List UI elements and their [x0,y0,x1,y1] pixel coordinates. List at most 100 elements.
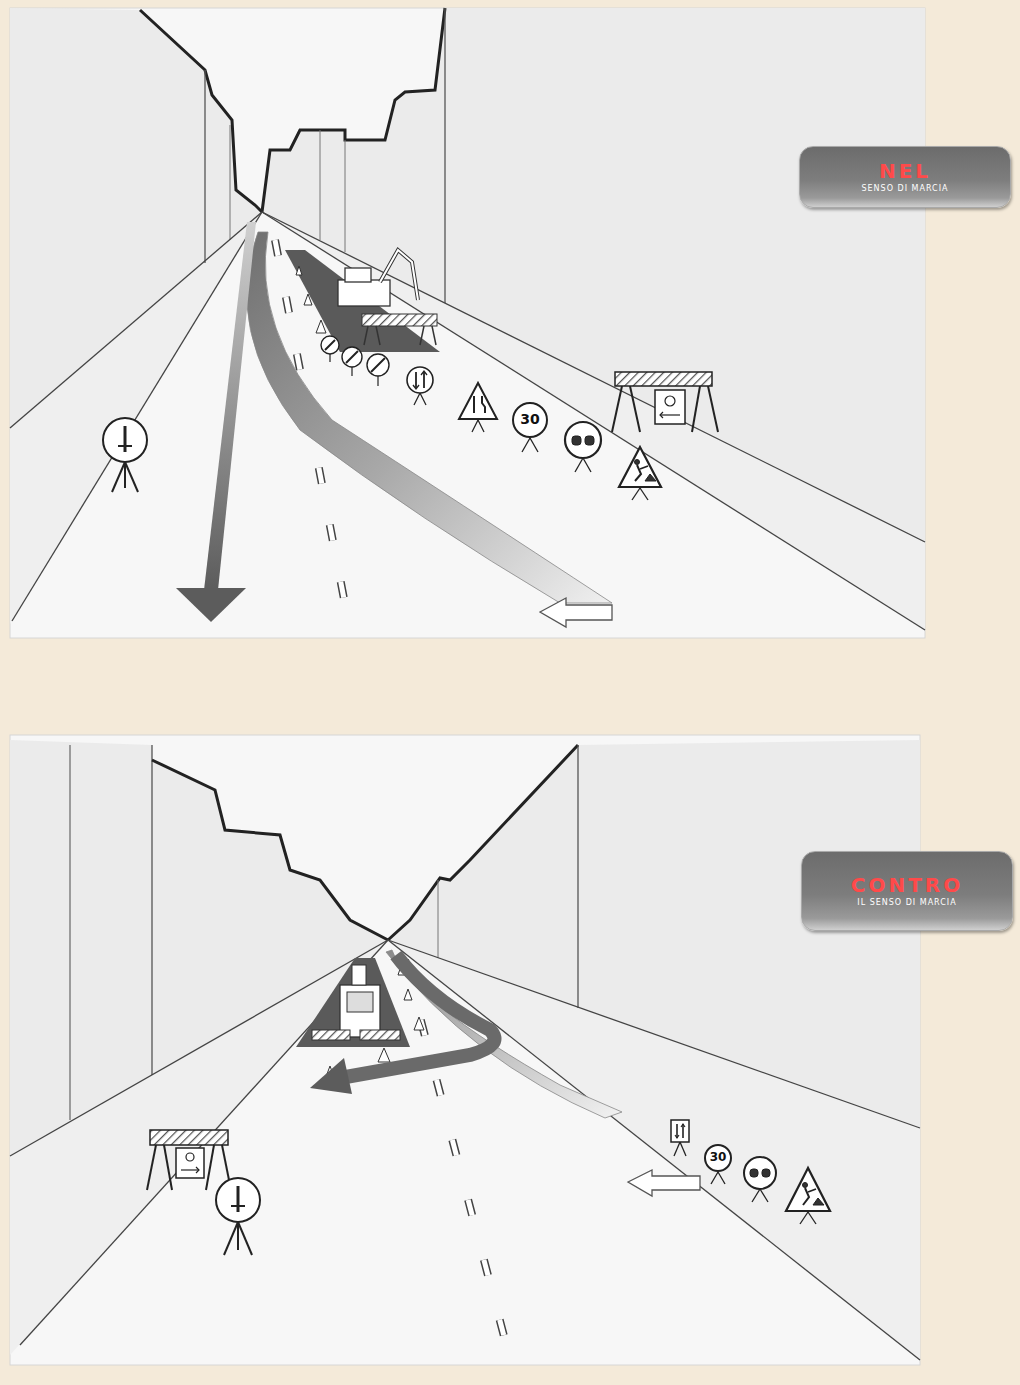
illustration-circle [186,1153,194,1161]
illustration-circle [565,422,601,458]
illustration-circle [407,367,433,393]
illustration-line [10,940,388,1156]
illustration-rect [655,390,685,424]
top-panel [10,8,925,638]
speed-value: 30 [520,412,539,427]
illustration-line [124,462,126,488]
illustration-polygon [404,989,412,1000]
speed-limit-sign: 30 [704,1144,732,1172]
illustration-line [204,70,205,263]
illustration-line [708,386,718,432]
illustration-polyline [140,10,262,212]
illustration-circle [367,354,389,376]
illustration-rect [572,436,581,445]
illustration-line [423,372,425,388]
illustration-circle [744,1157,776,1189]
illustration-line [112,462,125,492]
illustration-circle [216,1178,260,1222]
illustration-line [438,880,439,958]
illustration-polygon [310,1058,352,1094]
illustration-polyline [675,1135,679,1138]
barrier [612,372,718,432]
illustration-polygon [304,294,312,305]
illustration-line [472,420,478,432]
illustration-line [583,458,591,472]
badge-subtitle: IL SENSO DI MARCIA [857,899,956,908]
bottom-barrier [147,1130,231,1190]
illustration-line [432,326,436,345]
illustration-line [345,140,346,252]
illustration-line [575,458,583,472]
illustration-rect [10,8,925,638]
illustration-line [530,438,538,452]
illustration-line [692,386,700,432]
illustration-line [420,326,424,345]
illustration-line [752,1189,760,1202]
illustration-circle [665,396,675,406]
illustration-line [711,1172,718,1184]
illustration-rect [750,1169,758,1177]
illustration-rect [615,372,712,386]
illustration-line [376,326,380,345]
badge-heading: CONTRO [851,874,963,896]
illustration-line [660,414,680,415]
illustration-circle [342,347,362,367]
illustration-polygon [619,447,661,487]
illustration-rect [338,280,390,306]
illustration-line [181,1169,199,1170]
illustration-line [224,1222,238,1255]
illustration-polygon [388,940,920,1360]
illustration-polygon [378,1048,390,1062]
illustration-line [640,466,648,469]
illustration-path [340,955,495,1078]
illustration-rect [360,1030,400,1040]
illustration-rect [312,1030,350,1040]
speed-limit-sign: 30 [512,402,548,438]
illustration-circle [103,418,147,462]
bottom-panel [10,735,920,1365]
illustration-line [10,212,262,428]
illustration-polygon [10,212,262,624]
illustration-polygon [285,250,440,352]
illustration-line [262,212,925,630]
illustration-polyline [803,1188,809,1205]
illustration-polyline [380,250,418,300]
illustration-line [147,1145,156,1190]
illustration-line [682,1124,684,1138]
illustration-polygon [296,958,410,1047]
badge-subtitle: SENSO DI MARCIA [861,185,948,194]
illustration-line [238,1222,252,1255]
illustration-rect [10,735,920,1365]
illustration-rect [176,1148,204,1178]
illustration-polygon [786,1168,830,1211]
illustration-line [151,745,152,1075]
bottom-left-sign [216,1178,260,1255]
illustration-line [125,462,138,492]
illustration-line [444,8,445,303]
illustration-line [325,340,335,350]
illustration-polyline [681,1124,685,1127]
illustration-rect [762,1169,770,1177]
illustration-rect [352,965,366,985]
illustration-line [473,396,475,413]
illustration-line [351,367,352,376]
illustration-line [674,1142,680,1156]
illustration-polygon [540,598,612,627]
illustration-polygon [316,320,326,333]
illustration-line [612,386,622,432]
illustration-rect [347,992,373,1012]
illustration-line [206,1145,214,1190]
illustration-line [630,386,640,432]
illustration-line [164,1145,172,1190]
illustration-line [118,445,132,447]
illustration-line [262,212,925,542]
illustration-polygon [296,266,302,275]
illustration-polyline [380,250,418,300]
illustration-rect [345,268,371,282]
speed-value: 30 [710,1151,727,1164]
illustration-line [577,745,578,1008]
illustration-polygon [628,1170,700,1196]
illustration-polygon [645,474,656,481]
illustration-path [247,232,612,603]
